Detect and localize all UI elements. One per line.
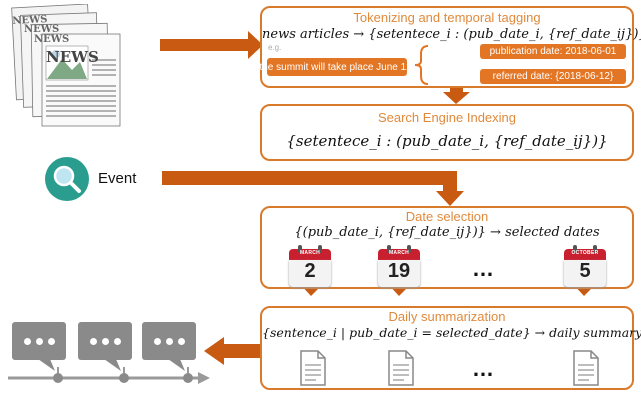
publication-date-tag: publication date: 2018-06-01	[480, 44, 626, 59]
ellipsis: …	[472, 356, 495, 381]
svg-text:NEWS: NEWS	[12, 14, 48, 27]
event-label: Event	[98, 170, 137, 187]
date-selection-title: Date selection	[405, 209, 489, 224]
newspaper-stack-icon: NEWS NEWS NEWS	[11, 4, 121, 127]
daily-summarization-formula: {sentence_i | pub_date_i = selected_date…	[262, 325, 641, 340]
calendar-month: MARCH	[388, 250, 410, 256]
timeline	[0, 318, 215, 394]
tokenizing-title: Tokenizing and temporal tagging	[353, 10, 541, 25]
document-icon	[388, 350, 414, 386]
search-event-icon	[45, 157, 89, 201]
newspaper-masthead: NEWS	[46, 48, 99, 66]
summary-bubble-icon	[78, 322, 132, 360]
indexing-title: Search Engine Indexing	[377, 110, 517, 125]
svg-text:NEWS: NEWS	[24, 24, 59, 35]
svg-text:NEWS: NEWS	[34, 34, 69, 45]
brace-icon	[414, 45, 429, 85]
arrow-news-to-tokenize	[160, 39, 250, 51]
daily-summarization-box: Daily summarization {sentence_i | pub_da…	[260, 306, 641, 390]
document-icon	[573, 350, 599, 386]
timeline-axis	[8, 359, 210, 384]
arrow-to-timeline	[222, 344, 264, 358]
example-sentence: the summit will take place June 12.	[259, 58, 415, 76]
indexing-formula: {setentece_i : (pub_date_i, {ref_date_ij…	[286, 132, 608, 150]
document-icon	[300, 350, 326, 386]
arrow-event	[162, 171, 454, 185]
calendar-month: OCTOBER	[571, 250, 599, 256]
calendar-month: MARCH	[299, 250, 321, 256]
calendar-day: 2	[304, 260, 316, 282]
ellipsis: …	[472, 256, 495, 281]
tokenizing-box: Tokenizing and temporal tagging news art…	[259, 6, 641, 88]
referred-date-tag: referred date: {2018-06-12}	[480, 69, 626, 84]
date-selection-formula: {(pub_date_i, {ref_date_ij})} → selected…	[294, 225, 600, 240]
calendar-icon: MARCH 19	[378, 245, 420, 287]
calendar-day: 19	[387, 260, 411, 282]
tokenizing-formula: news articles → {setentece_i : (pub_date…	[262, 27, 641, 42]
calendar-day: 5	[579, 260, 591, 282]
summary-bubble-icon	[12, 322, 66, 360]
arrow-tokenize-to-index	[443, 92, 470, 104]
indexing-box: Search Engine Indexing {setentece_i : (p…	[260, 104, 634, 161]
example-label: e.g.	[268, 43, 282, 52]
calendar-icon: MARCH 2	[289, 245, 331, 287]
date-selection-box: Date selection {(pub_date_i, {ref_date_i…	[260, 206, 634, 289]
daily-summarization-title: Daily summarization	[388, 309, 506, 324]
calendar-icon: OCTOBER 5	[564, 245, 606, 287]
summary-bubble-icon	[142, 322, 196, 360]
